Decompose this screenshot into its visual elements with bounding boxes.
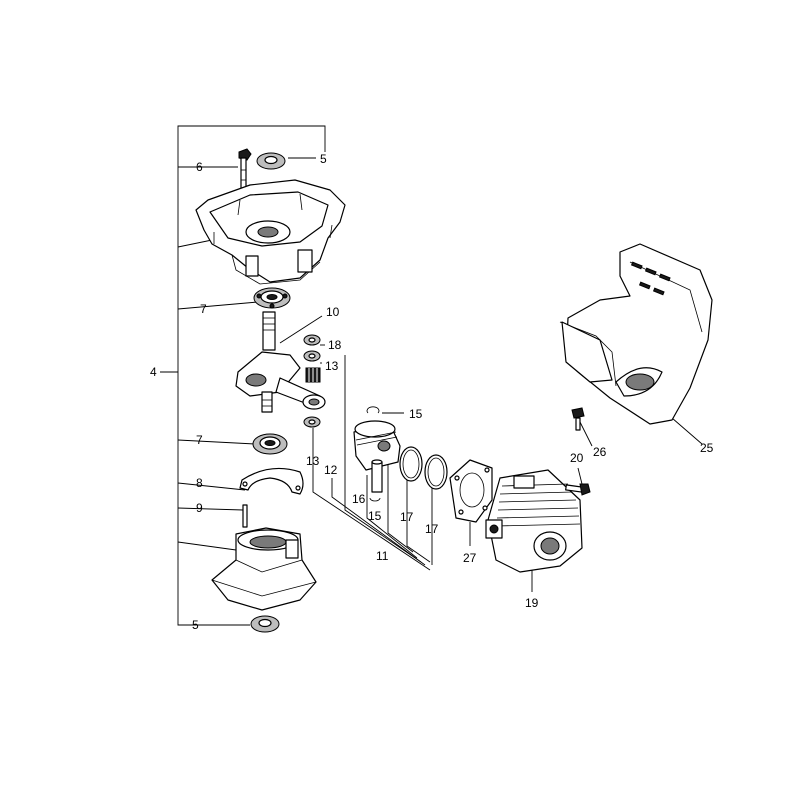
callout-labels: 4 5 5 6 7 7 8 9 10 11 12 13 13 15 15 16 … xyxy=(150,152,714,632)
gasket-part-27 xyxy=(449,459,493,523)
callout-6: 6 xyxy=(196,160,203,174)
crankshaft-part-10 xyxy=(235,311,326,413)
callout-7-top: 7 xyxy=(200,302,207,316)
bearing-part-7-top xyxy=(253,287,291,309)
dowel-pin-part-9 xyxy=(242,504,248,528)
callout-4: 4 xyxy=(150,365,157,379)
callout-7-bottom: 7 xyxy=(196,433,203,447)
callout-9: 9 xyxy=(196,501,203,515)
callout-5-top: 5 xyxy=(320,152,327,166)
bolt-part-20 xyxy=(565,483,591,496)
callout-16: 16 xyxy=(352,492,366,506)
callout-15-lower: 15 xyxy=(368,509,382,523)
crankcase-gasket-part-8 xyxy=(239,467,304,495)
callout-12: 12 xyxy=(324,463,338,477)
callout-13-lower: 13 xyxy=(306,454,320,468)
oil-seal-part-5-bottom xyxy=(250,615,280,633)
callout-5-bottom: 5 xyxy=(192,618,199,632)
cylinder-cover-part-25 xyxy=(559,243,713,425)
oil-seal-part-5-top xyxy=(256,152,286,170)
leader-lines xyxy=(160,125,703,626)
callout-8: 8 xyxy=(196,476,203,490)
callout-11: 11 xyxy=(376,549,389,563)
callout-15-upper: 15 xyxy=(409,407,423,421)
lower-crankcase xyxy=(211,527,317,611)
cylinder-part-19 xyxy=(485,469,583,573)
callout-10: 10 xyxy=(326,305,340,319)
washers-part-18-13 xyxy=(303,334,321,428)
callout-17-left: 17 xyxy=(400,510,414,524)
piston-part-12 xyxy=(353,420,401,471)
callout-26: 26 xyxy=(593,445,607,459)
circlip-part-15 xyxy=(366,406,381,502)
callout-27: 27 xyxy=(463,551,477,565)
callout-18: 18 xyxy=(328,338,342,352)
piston-pin-part-16 xyxy=(371,459,383,493)
bearing-part-7-bottom xyxy=(252,433,288,455)
callout-25: 25 xyxy=(700,441,714,455)
upper-crankcase xyxy=(195,179,346,285)
callout-17-right: 17 xyxy=(425,522,439,536)
piston-rings-part-17 xyxy=(399,446,448,490)
callout-13-upper: 13 xyxy=(325,359,339,373)
callout-20: 20 xyxy=(570,451,584,465)
callout-19: 19 xyxy=(525,596,539,610)
screw-part-26 xyxy=(571,407,585,431)
